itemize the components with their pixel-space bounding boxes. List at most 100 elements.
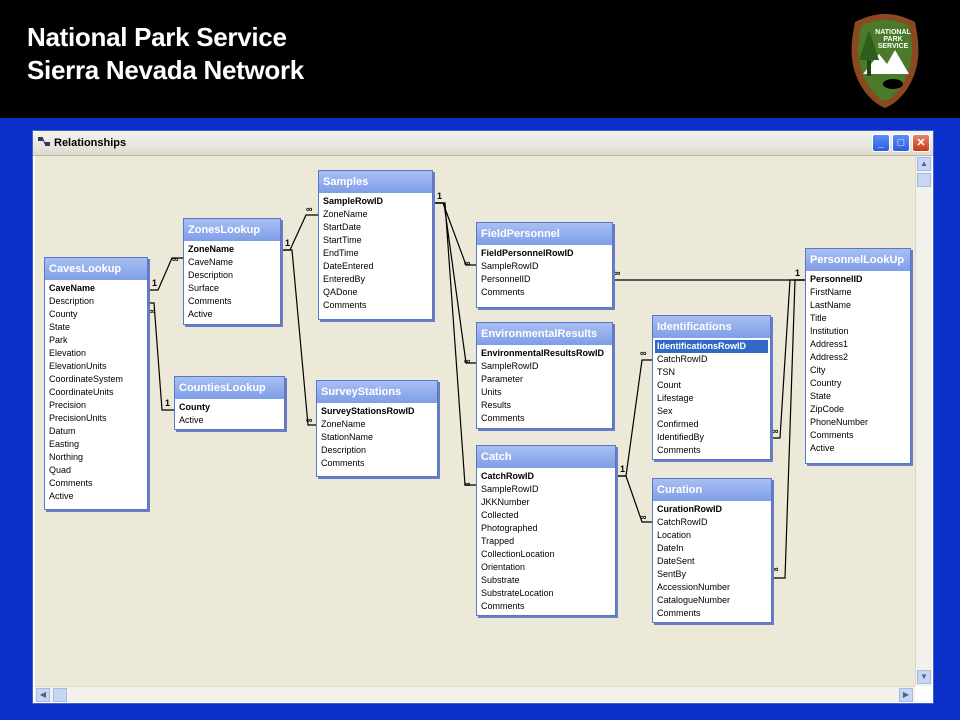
- field-curation-datein[interactable]: DateIn: [657, 543, 684, 553]
- scroll-up-arrow-icon[interactable]: ▲: [917, 157, 931, 171]
- field-samples-endtime[interactable]: EndTime: [323, 248, 359, 258]
- field-identifications-catchrowid[interactable]: CatchRowID: [657, 354, 708, 364]
- vertical-scroll-thumb[interactable]: [917, 173, 931, 187]
- table-title[interactable]: Identifications: [653, 316, 770, 338]
- vertical-scrollbar[interactable]: ▲ ▼: [915, 156, 932, 686]
- field-surveystations-comments[interactable]: Comments: [321, 458, 365, 468]
- field-personnellookup-personnelid[interactable]: PersonnelID: [810, 274, 863, 284]
- field-caveslookup-northing[interactable]: Northing: [49, 452, 84, 462]
- field-catch-collected[interactable]: Collected: [481, 510, 519, 520]
- field-countieslookup-active[interactable]: Active: [179, 415, 204, 425]
- table-title[interactable]: Samples: [319, 171, 432, 193]
- field-identifications-identifiedby[interactable]: IdentifiedBy: [657, 432, 705, 442]
- field-catch-substrate[interactable]: Substrate: [481, 575, 520, 585]
- field-personnellookup-active[interactable]: Active: [810, 443, 835, 453]
- field-personnellookup-comments[interactable]: Comments: [810, 430, 854, 440]
- field-caveslookup-active[interactable]: Active: [49, 491, 74, 501]
- field-caveslookup-elevation[interactable]: Elevation: [49, 348, 87, 358]
- field-identifications-sex[interactable]: Sex: [657, 406, 673, 416]
- field-zoneslookup-description[interactable]: Description: [188, 270, 234, 280]
- field-personnellookup-address1[interactable]: Address1: [810, 339, 849, 349]
- field-curation-cataloguenumber[interactable]: CatalogueNumber: [657, 595, 731, 605]
- field-catch-trapped[interactable]: Trapped: [481, 536, 515, 546]
- field-caveslookup-description[interactable]: Description: [49, 296, 95, 306]
- field-environmentalresults-parameter[interactable]: Parameter: [481, 374, 524, 384]
- table-title[interactable]: ZonesLookup: [184, 219, 280, 241]
- field-catch-comments[interactable]: Comments: [481, 601, 525, 611]
- field-surveystations-description[interactable]: Description: [321, 445, 367, 455]
- field-catch-photographed[interactable]: Photographed: [481, 523, 538, 533]
- scroll-left-arrow-icon[interactable]: ◀: [36, 688, 50, 702]
- field-curation-sentby[interactable]: SentBy: [657, 569, 687, 579]
- field-curation-accessionnumber[interactable]: AccessionNumber: [657, 582, 731, 592]
- field-personnellookup-address2[interactable]: Address2: [810, 352, 849, 362]
- field-curation-location[interactable]: Location: [657, 530, 692, 540]
- table-title[interactable]: CavesLookup: [45, 258, 147, 280]
- field-fieldpersonnel-comments[interactable]: Comments: [481, 287, 525, 297]
- field-zoneslookup-comments[interactable]: Comments: [188, 296, 232, 306]
- field-catch-substratelocation[interactable]: SubstrateLocation: [481, 588, 554, 598]
- field-samples-comments[interactable]: Comments: [323, 300, 367, 310]
- field-identifications-count[interactable]: Count: [657, 380, 682, 390]
- table-curation[interactable]: Curation CurationRowID CatchRowID Location…: [652, 478, 772, 623]
- minimize-button[interactable]: _: [872, 134, 890, 152]
- field-samples-dateentered[interactable]: DateEntered: [323, 261, 374, 271]
- field-caveslookup-quad[interactable]: Quad: [49, 465, 72, 475]
- field-personnellookup-country[interactable]: Country: [810, 378, 842, 388]
- table-title[interactable]: FieldPersonnel: [477, 223, 612, 245]
- field-fieldpersonnel-personnelid[interactable]: PersonnelID: [481, 274, 531, 284]
- horizontal-scroll-thumb[interactable]: [53, 688, 67, 702]
- field-caveslookup-state[interactable]: State: [49, 322, 71, 332]
- field-samples-starttime[interactable]: StartTime: [323, 235, 362, 245]
- table-surveystations[interactable]: SurveyStations SurveyStationsRowID ZoneNa…: [316, 380, 438, 477]
- scroll-down-arrow-icon[interactable]: ▼: [917, 670, 931, 684]
- field-samples-startdate[interactable]: StartDate: [323, 222, 362, 232]
- field-identifications-identificationsrowid[interactable]: IdentificationsRowID: [655, 340, 768, 353]
- field-identifications-confirmed[interactable]: Confirmed: [657, 419, 699, 429]
- field-catch-samplerowid[interactable]: SampleRowID: [481, 484, 539, 494]
- field-zoneslookup-surface[interactable]: Surface: [188, 283, 220, 293]
- horizontal-scrollbar[interactable]: ◀ ▶: [35, 686, 915, 702]
- field-curation-curationrowid[interactable]: CurationRowID: [657, 504, 722, 514]
- field-caveslookup-precisionunits[interactable]: PrecisionUnits: [49, 413, 107, 423]
- field-caveslookup-comments[interactable]: Comments: [49, 478, 93, 488]
- table-title[interactable]: CountiesLookup: [175, 377, 284, 399]
- field-samples-enteredby[interactable]: EnteredBy: [323, 274, 366, 284]
- field-catch-collectionlocation[interactable]: CollectionLocation: [481, 549, 555, 559]
- field-identifications-comments[interactable]: Comments: [657, 445, 701, 455]
- field-personnellookup-phonenumber[interactable]: PhoneNumber: [810, 417, 869, 427]
- field-fieldpersonnel-samplerowid[interactable]: SampleRowID: [481, 261, 539, 271]
- field-surveystations-zonename[interactable]: ZoneName: [321, 419, 366, 429]
- window-titlebar[interactable]: Relationships _ □ ✕: [33, 131, 933, 156]
- field-catch-catchrowid[interactable]: CatchRowID: [481, 471, 535, 481]
- field-personnellookup-title[interactable]: Title: [810, 313, 827, 323]
- field-identifications-lifestage[interactable]: Lifestage: [657, 393, 694, 403]
- table-title[interactable]: SurveyStations: [317, 381, 437, 403]
- table-title[interactable]: Curation: [653, 479, 771, 501]
- field-caveslookup-park[interactable]: Park: [49, 335, 68, 345]
- field-surveystations-stationname[interactable]: StationName: [321, 432, 374, 442]
- field-caveslookup-coordinatesystem[interactable]: CoordinateSystem: [49, 374, 124, 384]
- field-curation-datesent[interactable]: DateSent: [657, 556, 695, 566]
- field-surveystations-surveystationsrowid[interactable]: SurveyStationsRowID: [321, 406, 415, 416]
- field-caveslookup-datum[interactable]: Datum: [49, 426, 76, 436]
- field-personnellookup-lastname[interactable]: LastName: [810, 300, 852, 310]
- field-personnellookup-institution[interactable]: Institution: [810, 326, 849, 336]
- field-curation-comments[interactable]: Comments: [657, 608, 701, 618]
- field-personnellookup-firstname[interactable]: FirstName: [810, 287, 852, 297]
- field-curation-catchrowid[interactable]: CatchRowID: [657, 517, 708, 527]
- field-caveslookup-coordinateunits[interactable]: CoordinateUnits: [49, 387, 114, 397]
- table-title[interactable]: PersonnelLookUp: [806, 249, 910, 271]
- field-samples-qadone[interactable]: QADone: [323, 287, 358, 297]
- field-environmentalresults-environmentalresultsrowid[interactable]: EnvironmentalResultsRowID: [481, 348, 605, 358]
- table-title[interactable]: Catch: [477, 446, 615, 468]
- field-caveslookup-cavename[interactable]: CaveName: [49, 283, 96, 293]
- field-catch-orientation[interactable]: Orientation: [481, 562, 526, 572]
